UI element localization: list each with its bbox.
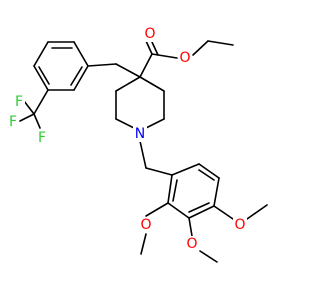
atom-label-o: O bbox=[186, 236, 197, 252]
bond bbox=[151, 53, 178, 59]
atom-o-carbonyl: O bbox=[143, 26, 157, 42]
bond bbox=[188, 217, 193, 237]
bond bbox=[115, 63, 141, 78]
bond bbox=[188, 205, 215, 219]
bond bbox=[167, 174, 173, 204]
bond bbox=[115, 118, 135, 129]
bond bbox=[199, 250, 218, 263]
bond bbox=[33, 65, 49, 91]
bond bbox=[73, 41, 89, 67]
bond bbox=[140, 233, 147, 255]
bond bbox=[213, 177, 220, 207]
bond bbox=[33, 41, 49, 67]
atom-label-f: F bbox=[38, 130, 46, 146]
atom-label-o: O bbox=[140, 217, 151, 233]
bond bbox=[145, 167, 173, 176]
bond bbox=[33, 89, 49, 115]
bond bbox=[145, 202, 169, 217]
bond bbox=[145, 40, 153, 55]
bond bbox=[192, 40, 209, 56]
bond bbox=[19, 113, 35, 122]
atom-label-f: F bbox=[15, 94, 23, 110]
bond bbox=[207, 40, 234, 46]
bond bbox=[151, 41, 159, 56]
atom-o-ester: O bbox=[178, 50, 192, 66]
background bbox=[0, 0, 300, 300]
bond bbox=[213, 205, 234, 220]
bond bbox=[167, 202, 190, 219]
atom-label-o: O bbox=[144, 26, 155, 42]
bond bbox=[33, 113, 41, 129]
bond bbox=[73, 65, 89, 91]
atom-label-o: O bbox=[234, 217, 245, 233]
atom-o-methoxy-3: O bbox=[233, 217, 247, 233]
atom-n-ring: N bbox=[133, 126, 147, 142]
bond bbox=[23, 100, 35, 115]
bond bbox=[139, 53, 153, 78]
bond bbox=[188, 202, 210, 213]
atom-o-methoxy-1: O bbox=[139, 217, 153, 233]
bond bbox=[139, 140, 147, 169]
bond bbox=[139, 76, 165, 92]
molecule-diagram: O O N F F F O O bbox=[0, 0, 300, 300]
bond bbox=[172, 179, 178, 202]
molecule-canvas: O O N F F F O O bbox=[0, 0, 300, 300]
atom-label-o: O bbox=[179, 50, 190, 66]
atom-f1: F bbox=[7, 114, 19, 130]
bond bbox=[145, 118, 165, 129]
bond bbox=[87, 63, 117, 67]
bond bbox=[246, 204, 268, 220]
bond bbox=[171, 163, 200, 176]
atom-label-n: N bbox=[135, 126, 145, 142]
atom-f3: F bbox=[13, 94, 25, 110]
bond bbox=[198, 163, 220, 179]
atom-f2: F bbox=[36, 130, 48, 146]
bond bbox=[38, 66, 50, 85]
bond bbox=[198, 169, 215, 181]
bonds bbox=[19, 40, 268, 263]
atom-labels: O O N F F F O O bbox=[7, 26, 247, 252]
bond bbox=[115, 76, 141, 92]
atom-o-methoxy-2: O bbox=[185, 236, 199, 252]
bond bbox=[70, 66, 83, 86]
atom-label-f: F bbox=[9, 114, 17, 130]
